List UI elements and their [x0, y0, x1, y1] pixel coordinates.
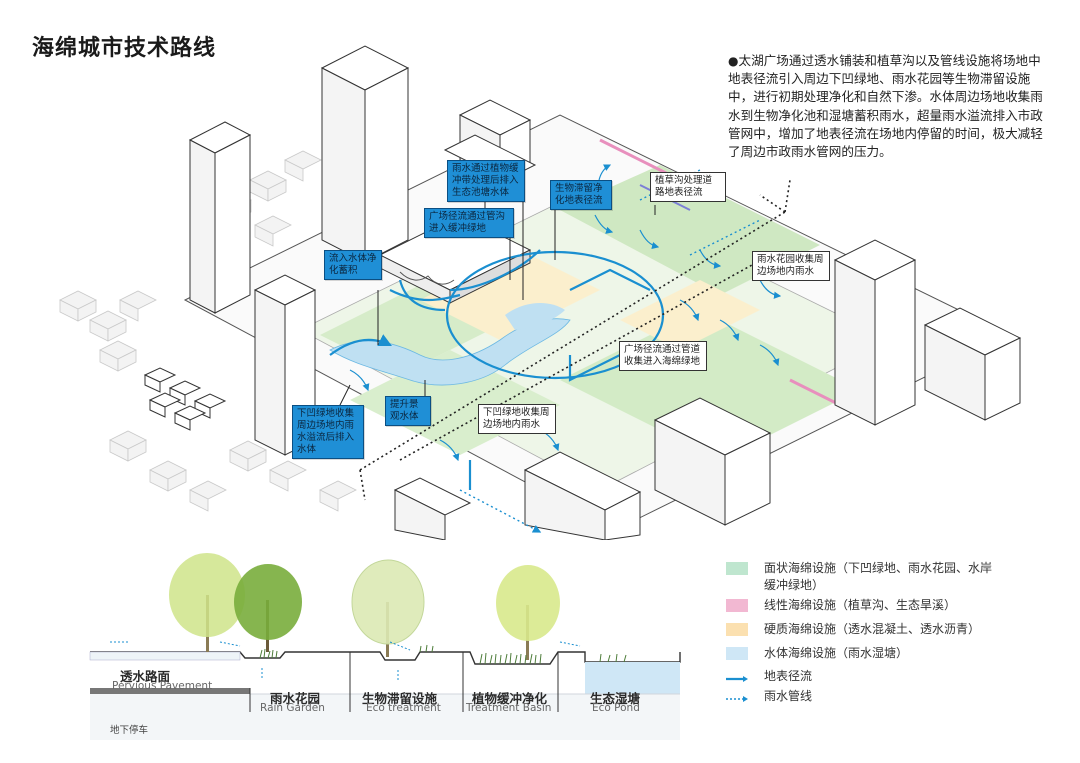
callout-water-inflow: 流入水体净化蓄积 [324, 250, 382, 280]
section-label-pervious-en: Pervious Pavement [112, 680, 213, 692]
section-label-pond-en: Eco Pond [592, 702, 640, 714]
legend-item-surface-runoff: 地表径流 [726, 668, 812, 685]
section-label-eco-en: Eco treatment [366, 702, 441, 714]
section-label-rain-garden-en: Rain Garden [260, 702, 325, 714]
legend-text-linear: 线性海绵设施（植草沟、生态旱溪） [764, 598, 957, 612]
section-label-pond-cn: 生态湿塘 [590, 691, 641, 706]
small-block-row [143, 367, 227, 431]
description-body: 太湖广场通过透水铺装和植草沟以及管线设施将场地中地表径流引入周边下凹绿地、雨水花… [728, 53, 1043, 160]
section-label-basin-en: Treatment Basin [466, 702, 552, 714]
description-text: ●太湖广场通过透水铺装和植草沟以及管线设施将场地中地表径流引入周边下凹绿地、雨水… [728, 52, 1050, 161]
legend-item-rain-pipe: 雨水管线 [726, 688, 812, 705]
callout-plaza-runoff-trench: 广场径流通过管沟进入缓冲绿地 [424, 208, 514, 238]
dotted-guide-lines [359, 179, 791, 501]
legend-swatch-water [726, 647, 748, 660]
legend-rain-pipe-icon [726, 696, 748, 702]
tree-1 [169, 553, 245, 652]
callout-rain-garden: 雨水花园收集周边场地内雨水 [752, 251, 830, 281]
legend-item-water: 水体海绵设施（雨水湿塘） [726, 645, 908, 662]
callout-bio-retention: 生物滞留净化地表径流 [550, 180, 612, 210]
callout-landscape-water: 提升景观水体 [385, 396, 431, 426]
bullet-icon: ● [728, 54, 739, 68]
legend-text-rain-pipe: 雨水管线 [764, 689, 813, 703]
tree-2 [234, 564, 302, 652]
section-diagram: 透水路面 Pervious Pavement 雨水花园 Rain Garden … [80, 540, 690, 740]
callout-plaza-pipe: 广场径流通过管道收集进入海绵绿地 [619, 341, 707, 371]
legend-item-area: 面状海绵设施（下凹绿地、雨水花园、水岸缓冲绿地） [726, 560, 994, 594]
tree-4 [496, 565, 560, 660]
section-label-parking: 地下停车 [110, 725, 149, 736]
legend-item-hard: 硬质海绵设施（透水混凝土、透水沥青） [726, 621, 980, 638]
page-title: 海绵城市技术路线 [32, 36, 217, 61]
section-drawing [89, 553, 681, 740]
section-label-rain-garden-cn: 雨水花园 [270, 691, 321, 706]
section-label-basin-cn: 植物缓冲净化 [472, 691, 548, 706]
legend-text-water: 水体海绵设施（雨水湿塘） [764, 646, 909, 660]
callout-sunken-green-overflow: 下凹绿地收集周边场地内雨水溢流后排入水体 [292, 405, 364, 459]
legend-swatch-hard [726, 623, 748, 636]
tree-3 [351, 559, 425, 657]
legend-swatch-area [726, 562, 748, 575]
callout-plant-buffer: 雨水通过植物缓冲带处理后排入生态池塘水体 [447, 160, 525, 202]
callout-grass-swale: 植草沟处理道路地表径流 [650, 172, 726, 202]
legend-swatch-linear [726, 599, 748, 612]
legend-surface-runoff-icon [726, 676, 748, 682]
legend-text-hard: 硬质海绵设施（透水混凝土、透水沥青） [764, 622, 981, 636]
legend-text-area: 面状海绵设施（下凹绿地、雨水花园、水岸缓冲绿地） [764, 561, 993, 592]
legend-item-linear: 线性海绵设施（植草沟、生态旱溪） [726, 597, 956, 614]
section-label-pervious-cn: 透水路面 [120, 669, 171, 684]
axonometric-site-diagram [59, 45, 1022, 540]
section-label-eco-cn: 生物滞留设施 [362, 691, 438, 706]
legend-text-surface-runoff: 地表径流 [764, 669, 813, 683]
callout-sunken-green: 下凹绿地收集周边场地内雨水 [478, 404, 556, 434]
